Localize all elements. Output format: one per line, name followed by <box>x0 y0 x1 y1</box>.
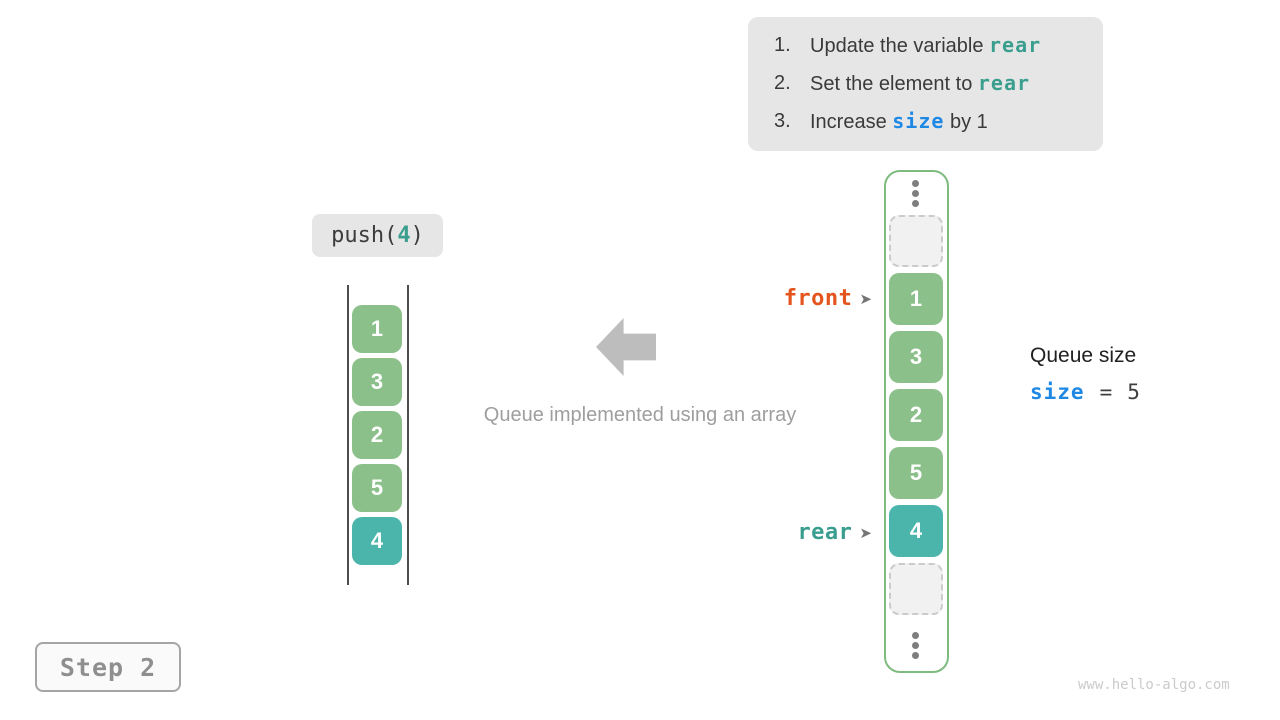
ellipsis-top-icon <box>912 200 919 207</box>
pointer-arrow-icon: ➤ <box>859 289 872 308</box>
empty-slot <box>889 563 943 615</box>
step-text-post: by 1 <box>944 111 988 133</box>
caption-text: Queue implemented using an array <box>483 404 797 426</box>
step-text-pre: Update the variable <box>810 35 990 57</box>
ellipsis-top-icon <box>912 180 919 187</box>
pointer-arrow-icon: ➤ <box>859 523 872 542</box>
left-arrow-icon <box>596 318 656 376</box>
watermark: www.hello-algo.com <box>1078 677 1230 693</box>
array-cell: 2 <box>352 411 402 459</box>
push-prefix: push( <box>331 223 398 248</box>
queue-cell: 5 <box>889 447 943 499</box>
step-number: 3. <box>774 110 791 132</box>
ellipsis-bottom-icon <box>912 652 919 659</box>
front-pointer: front ➤ <box>784 286 872 311</box>
rear-pointer: rear ➤ <box>797 520 872 545</box>
push-operation-label: push(4) <box>312 214 443 257</box>
array-cell: 1 <box>352 305 402 353</box>
size-value: 5 <box>1127 380 1140 404</box>
queue-size-value: size = 5 <box>1030 380 1140 404</box>
empty-slot <box>889 215 943 267</box>
step-item-3: 3. Increase size by 1 <box>774 109 1103 135</box>
ellipsis-bottom-icon <box>912 632 919 639</box>
steps-panel: 1. Update the variable rear 2. Set the e… <box>748 17 1103 151</box>
equals-sign: = <box>1099 380 1113 404</box>
front-pointer-label: front <box>783 286 853 311</box>
array-cell-pushed: 4 <box>352 517 402 565</box>
code-token-size: size <box>892 109 945 133</box>
rear-pointer-label: rear <box>797 520 853 545</box>
code-token-rear: rear <box>977 71 1031 95</box>
queue-cell: 2 <box>889 389 943 441</box>
queue-cell-rear: 4 <box>889 505 943 557</box>
step-number: 1. <box>774 34 791 56</box>
step-text: Update the variable rear <box>810 33 1041 59</box>
step-text: Set the element to rear <box>810 71 1030 97</box>
push-suffix: ) <box>410 223 424 248</box>
queue-cell-front: 1 <box>889 273 943 325</box>
step-text-pre: Set the element to <box>810 73 978 95</box>
size-variable: size <box>1030 380 1085 404</box>
step-badge: Step 2 <box>35 642 181 692</box>
push-argument: 4 <box>397 223 411 248</box>
ellipsis-bottom-icon <box>912 642 919 649</box>
step-item-2: 2. Set the element to rear <box>774 71 1103 97</box>
ellipsis-top-icon <box>912 190 919 197</box>
step-text-pre: Increase <box>810 111 893 133</box>
step-number: 2. <box>774 72 791 94</box>
array-cell: 3 <box>352 358 402 406</box>
code-token-rear: rear <box>989 33 1042 57</box>
queue-cell: 3 <box>889 331 943 383</box>
queue-size-title: Queue size <box>1030 344 1137 367</box>
step-item-1: 1. Update the variable rear <box>774 33 1103 59</box>
array-cell: 5 <box>352 464 402 512</box>
step-text: Increase size by 1 <box>810 109 988 135</box>
array-rails <box>347 285 409 585</box>
